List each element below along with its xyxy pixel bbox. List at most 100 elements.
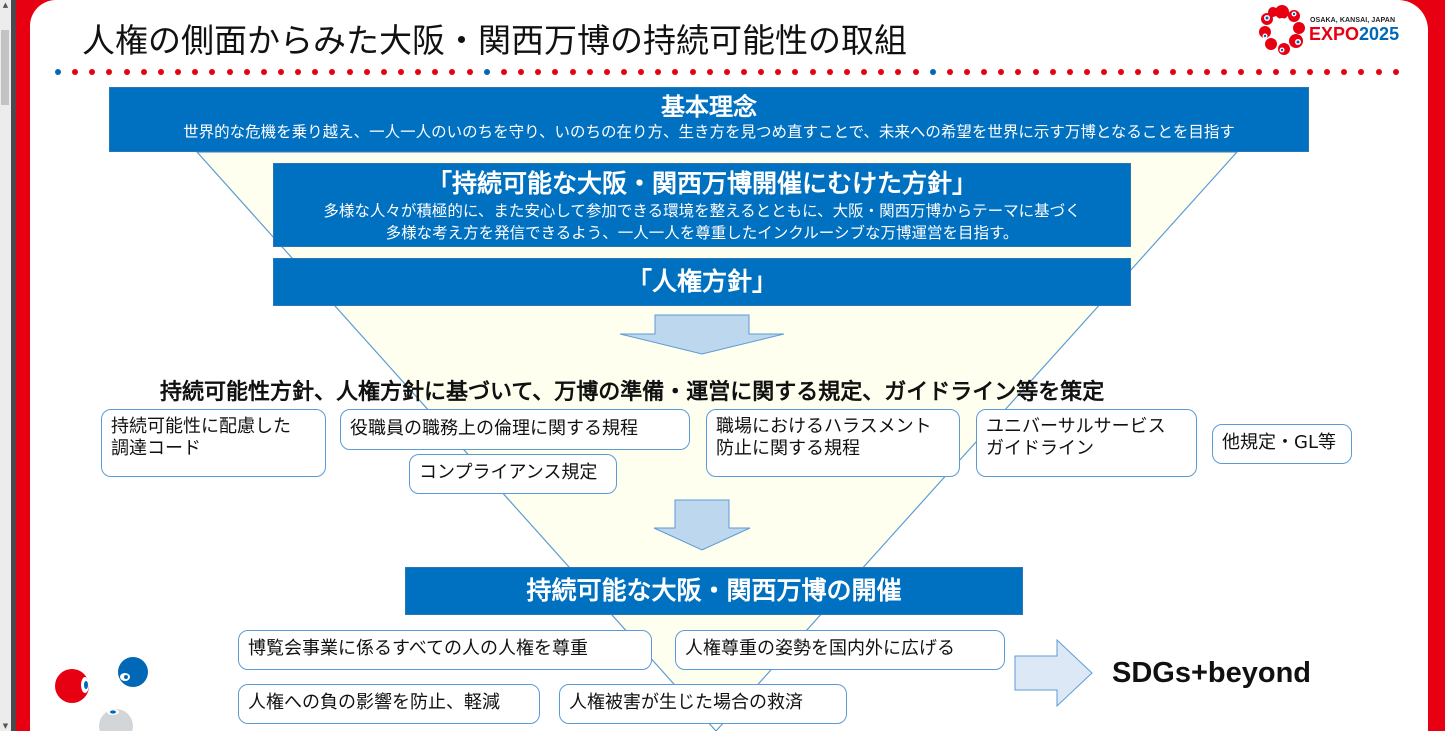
divider-dot [603, 69, 610, 75]
divider-dot [277, 69, 284, 75]
outcome-text: 人権被害が生じた場合の救済 [569, 692, 803, 713]
divider-dot [123, 69, 130, 75]
divider-dot [775, 69, 782, 75]
right-arrow-icon [1014, 638, 1093, 708]
myaku-myaku-ring-icon [1259, 5, 1305, 55]
rule-box-harassment: 職場におけるハラスメント 防止に関する規程 [706, 409, 960, 477]
outcome-text: 人権への負の影響を防止、軽減 [248, 692, 500, 713]
divider-dot [706, 69, 713, 75]
divider-dot [192, 69, 199, 75]
divider-dot [723, 69, 730, 75]
divider-dot [998, 69, 1005, 75]
outcome-text: 博覧会事業に係るすべての人の人権を尊重 [248, 638, 589, 659]
rule-text-line1: 職場におけるハラスメント [716, 416, 932, 437]
divider-dot [638, 69, 645, 75]
divider-dot [175, 69, 182, 75]
divider-dot [500, 69, 507, 75]
window-divider [11, 0, 16, 731]
outcome-box-remedy: 人権被害が生じた場合の救済 [559, 684, 847, 724]
logo-subtitle: OSAKA, KANSAI, JAPAN [1310, 17, 1396, 24]
divider-dot [466, 69, 473, 75]
rule-text-line1: コンプライアンス規定 [419, 462, 598, 483]
page-title: 人権の側面からみた大阪・関西万博の持続可能性の取組 [82, 21, 907, 60]
divider-dot [963, 69, 970, 75]
divider-dot [741, 69, 747, 75]
divider-dot [843, 69, 850, 75]
divider-dot [380, 69, 387, 75]
sustainability-policy-line1: 多様な人々が積極的に、また安心して参加できる環境を整えるとともに、大阪・関西万博… [323, 202, 1081, 220]
divider-dot [912, 69, 919, 75]
divider-dot [792, 69, 799, 75]
rule-box-compliance: コンプライアンス規定 [409, 454, 617, 494]
sustainable-expo-box: 持続可能な大阪・関西万博の開催 [405, 567, 1023, 615]
divider-dot [1324, 69, 1331, 75]
rule-text-line2: 防止に関する規程 [716, 438, 860, 459]
divider-dot [106, 69, 113, 75]
rule-box-universal-service: ユニバーサルサービス ガイドライン [976, 409, 1197, 477]
vertical-scrollbar[interactable]: ▲ ▼ [0, 0, 11, 731]
divider-dot [655, 69, 662, 75]
rule-box-ethics: 役職員の職務上の倫理に関する規程 [340, 409, 690, 450]
divider-dot [1032, 69, 1039, 75]
divider-dot [1204, 69, 1211, 75]
divider-dot [89, 69, 96, 75]
divider-dot [449, 69, 456, 75]
divider-dot [518, 69, 525, 75]
down-arrow-icon [653, 499, 751, 551]
divider-dot [1221, 69, 1228, 75]
basic-principle-heading: 基本理念 [661, 93, 757, 121]
rule-box-others: 他規定・GL等 [1212, 424, 1352, 464]
sdgs-beyond-label: SDGs+beyond [1112, 657, 1312, 689]
divider-dot [312, 69, 319, 75]
divider-dot [1272, 69, 1279, 75]
sustainability-policy-box: 「持続可能な大阪・関西万博開催にむけた方針」 多様な人々が積極的に、また安心して… [273, 163, 1131, 247]
divider-dot [1049, 69, 1056, 75]
divider-dot [1255, 69, 1262, 75]
rule-text-line1: 役職員の職務上の倫理に関する規程 [350, 418, 638, 439]
divider-dot [586, 69, 593, 75]
divider-dot [1066, 69, 1073, 75]
divider-dot [895, 69, 902, 75]
divider-dot [689, 69, 696, 75]
outcome-text: 人権尊重の姿勢を国内外に広げる [685, 638, 955, 659]
divider-dot [140, 69, 147, 75]
divider-dot [209, 69, 216, 75]
divider-dot [758, 69, 765, 75]
divider-dot [569, 69, 576, 75]
divider-dot [535, 69, 542, 75]
divider-dot [1306, 69, 1313, 75]
divider-dot [1289, 69, 1296, 75]
divider-dot [1375, 69, 1382, 75]
sustainable-expo-heading: 持続可能な大阪・関西万博の開催 [526, 576, 902, 605]
divider-dot [1135, 69, 1142, 75]
scroll-up-arrow-icon[interactable]: ▲ [2, 1, 9, 9]
outcome-box-spread: 人権尊重の姿勢を国内外に広げる [675, 630, 1005, 670]
rules-heading: 持続可能性方針、人権方針に基づいて、万博の準備・運営に関する規定、ガイドライン等… [160, 380, 1105, 405]
logo-wordmark: EXPO2025 [1309, 24, 1399, 45]
human-rights-policy-heading: 「人権方針」 [626, 267, 777, 296]
divider-dot [1101, 69, 1108, 75]
basic-principle-text: 世界的な危機を乗り越え、一人一人のいのちを守り、いのちの在り方、生き方を見つめ直… [183, 123, 1235, 141]
scroll-down-arrow-icon[interactable]: ▼ [2, 722, 9, 730]
human-rights-policy-box: 「人権方針」 [273, 258, 1131, 306]
rule-text-line2: 調達コード [111, 438, 201, 459]
divider-dot [55, 69, 61, 75]
divider-dot [398, 69, 404, 75]
divider-dot [826, 69, 833, 75]
divider-dot [1238, 69, 1245, 75]
divider-dot [861, 69, 868, 75]
divider-dot [878, 69, 885, 75]
basic-principle-box: 基本理念 世界的な危機を乗り越え、一人一人のいのちを守り、いのちの在り方、生き方… [109, 87, 1309, 152]
rule-text-line1: 他規定・GL等 [1222, 432, 1336, 453]
divider-dot [363, 69, 370, 75]
divider-dot [1392, 69, 1399, 75]
divider-dot [1015, 69, 1022, 75]
divider-dot [295, 69, 302, 75]
divider-dot [72, 69, 79, 75]
divider-dot [620, 69, 627, 75]
divider-dot [346, 69, 353, 75]
divider-dot [415, 69, 422, 75]
scrollbar-thumb[interactable] [1, 30, 9, 105]
down-arrow-icon [619, 314, 785, 355]
sustainability-policy-line2: 多様な考え方を発信できるよう、一人一人を尊重したインクルーシブな万博運営を目指す… [385, 224, 1019, 242]
